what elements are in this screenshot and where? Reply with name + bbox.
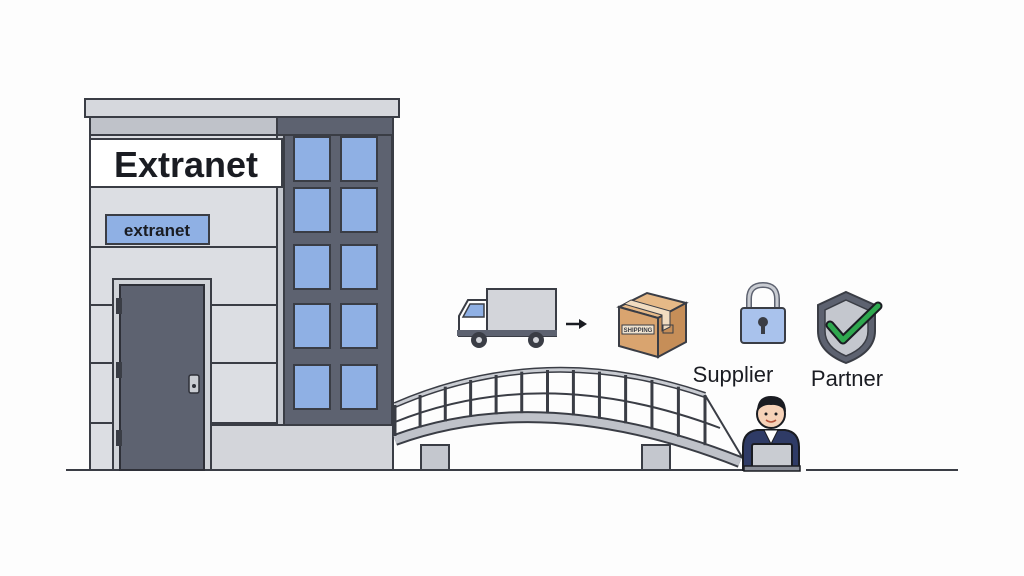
window-pane <box>340 364 378 410</box>
window-pane <box>293 187 331 233</box>
box-label: SHIPPING <box>624 328 653 334</box>
window-pane <box>293 244 331 290</box>
building-windows <box>293 136 378 410</box>
supplier-label: Supplier <box>693 362 774 387</box>
window-pane <box>340 244 378 290</box>
delivery-truck-icon <box>457 288 557 348</box>
bridge <box>392 366 746 471</box>
shield-check-icon <box>817 290 883 365</box>
padlock-icon <box>740 281 786 344</box>
window-pane <box>340 136 378 182</box>
package-box-icon: SHIPPING <box>616 291 689 359</box>
window-pane <box>293 136 331 182</box>
extranet-sign-large: Extranet <box>89 138 283 188</box>
building-door <box>112 278 212 471</box>
extranet-sign-small-text: extranet <box>124 221 190 240</box>
window-pane <box>340 303 378 349</box>
window-pane <box>293 364 331 410</box>
person-at-laptop-icon <box>742 396 801 472</box>
extranet-sign-large-text: Extranet <box>114 144 258 185</box>
partner-label: Partner <box>811 366 883 391</box>
window-pane <box>340 187 378 233</box>
window-pane <box>293 303 331 349</box>
bridge-pillar-right <box>641 444 671 471</box>
arrow-right-icon <box>566 319 587 329</box>
bridge-railing-posts <box>393 370 707 446</box>
bridge-pillar-left <box>420 444 450 471</box>
extranet-sign-small: extranet <box>105 214 210 245</box>
